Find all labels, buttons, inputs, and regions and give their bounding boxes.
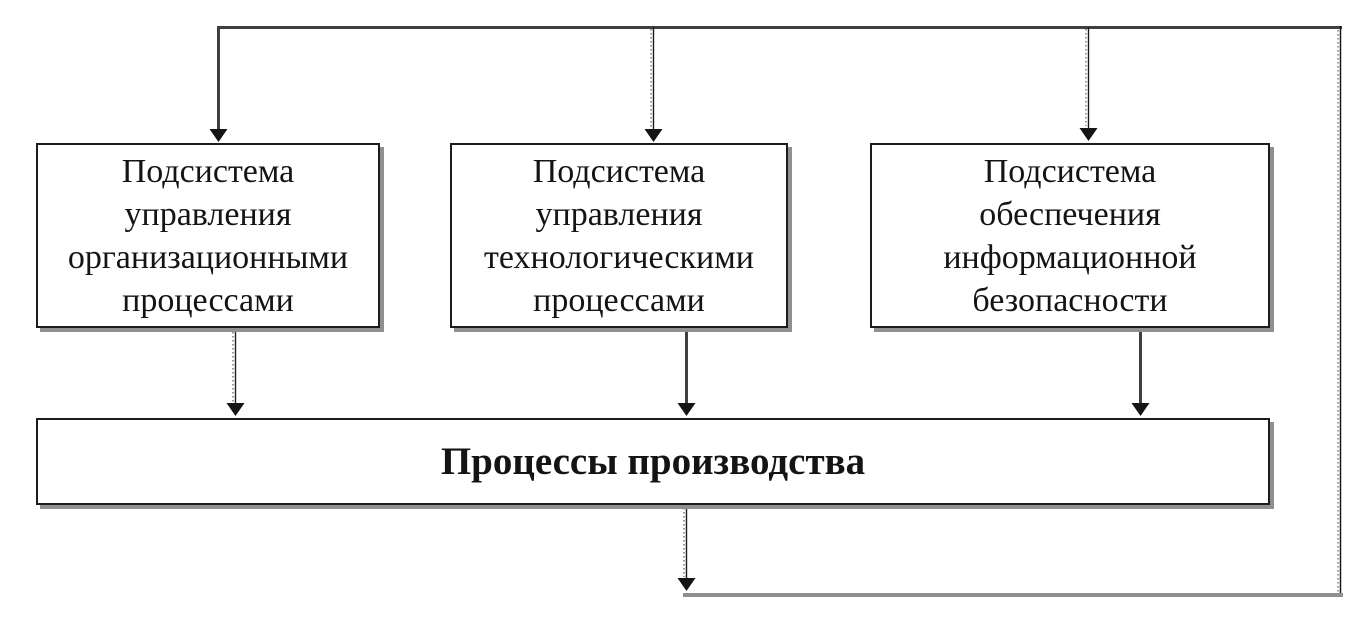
arrow-into-subsystem-1 <box>209 26 228 142</box>
production-processes-box: Процессы производства <box>36 418 1270 505</box>
box-label-line: процессами <box>122 281 294 319</box>
subsystem-box-tech-processes: Подсистема управления технологическими п… <box>450 143 788 328</box>
box-label-line: управления <box>535 195 703 233</box>
subsystem-box-infosec: Подсистема обеспечения информационной бе… <box>870 143 1270 328</box>
box-label-line: технологическими <box>484 238 754 276</box>
box-label-line: Подсистема <box>983 152 1157 190</box>
arrow-production-to-feedback-line <box>677 506 696 591</box>
box-label-line: Подсистема <box>121 152 295 190</box>
arrow-subsystem-2-to-production <box>677 331 696 416</box>
box-label-line: управления <box>124 195 292 233</box>
box-label-line: организационными <box>67 238 349 276</box>
feedback-right-line <box>1337 26 1342 595</box>
arrow-subsystem-3-to-production <box>1131 331 1150 416</box>
box-label-line: процессами <box>533 281 705 319</box>
arrow-subsystem-1-to-production <box>226 330 245 416</box>
box-label-line: безопасности <box>972 281 1168 319</box>
subsystem-box-org-processes: Подсистема управления организационными п… <box>36 143 380 328</box>
box-label-line: обеспечения <box>979 195 1161 233</box>
arrow-into-subsystem-3 <box>1079 27 1098 141</box>
box-label-line: Подсистема <box>532 152 706 190</box>
arrow-into-subsystem-2 <box>644 27 663 142</box>
box-label-line: информационной <box>943 238 1197 276</box>
production-box-label: Процессы производства <box>440 440 866 483</box>
